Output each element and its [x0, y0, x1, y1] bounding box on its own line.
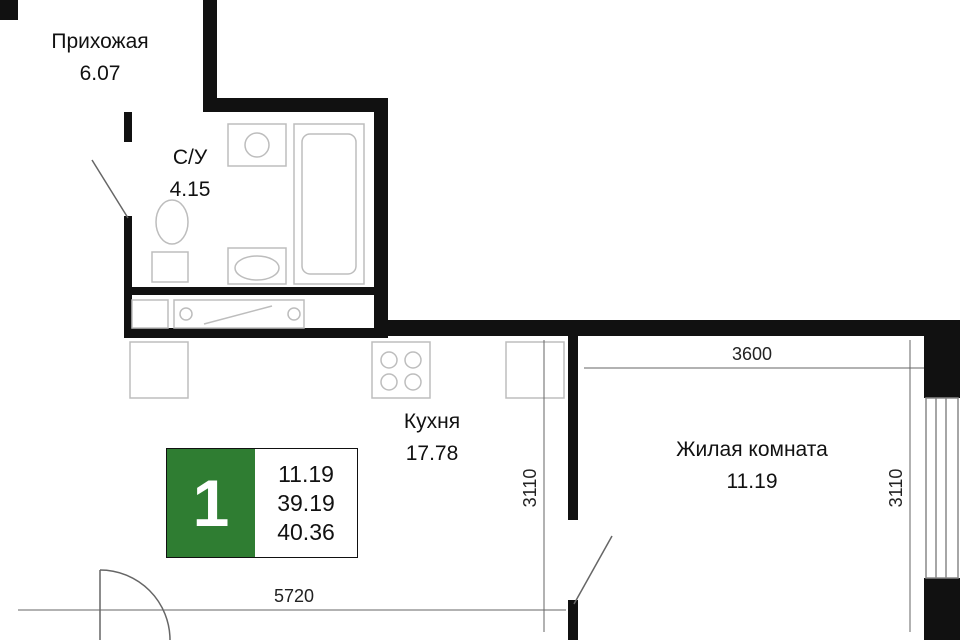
rooms-count: 1 — [167, 449, 255, 557]
living-area-value: 11.19 — [278, 460, 334, 487]
entrance-door-swing — [99, 569, 171, 640]
doors — [91, 159, 613, 640]
fridge — [505, 341, 565, 399]
window — [925, 397, 959, 579]
hallway-area: 6.07 — [80, 62, 121, 85]
wall-right-top — [924, 320, 960, 398]
bathroom-door-leaf — [91, 159, 129, 219]
wall-partition — [568, 336, 578, 520]
area-list: 11.19 39.19 40.36 — [255, 449, 357, 557]
kitchen-area: 17.78 — [406, 442, 459, 465]
living-room-name: Жилая комната — [676, 438, 828, 461]
fixtures — [129, 123, 565, 399]
kitchen-sink — [129, 341, 189, 399]
wall-bathroom-right — [374, 98, 388, 334]
wall-hallway-right — [203, 0, 217, 112]
wall-bathroom-left-upper — [124, 112, 132, 142]
room-door-leaf — [573, 535, 613, 605]
dimension-kitchen-depth: 3110 — [520, 469, 540, 508]
wall-bathroom-top — [203, 98, 388, 112]
total-area-value: 39.19 — [277, 489, 335, 516]
washing-machine — [227, 123, 287, 167]
wall-bathroom-bottom — [124, 287, 388, 295]
apartment-badge: 1 11.19 39.19 40.36 — [166, 448, 358, 558]
wall-bathroom-left-lower — [124, 216, 132, 336]
dimension-living-width: 3600 — [732, 344, 772, 364]
bathtub — [293, 123, 365, 285]
pipe-unit — [173, 299, 305, 329]
wall-partition-bottom — [568, 600, 578, 640]
dimension-lines — [18, 340, 924, 632]
dimension-total-width: 5720 — [274, 586, 314, 606]
kitchen-name: Кухня — [404, 410, 460, 433]
dimension-living-depth: 3110 — [886, 469, 906, 508]
wall-top-left-stub — [0, 0, 18, 20]
living-room-area: 11.19 — [727, 470, 778, 493]
sink — [227, 247, 287, 285]
toilet — [151, 251, 189, 283]
total-area-with-balcony-value: 40.36 — [277, 518, 335, 545]
wall-niche-bottom — [124, 328, 388, 338]
wall-right-bottom — [924, 578, 960, 640]
stove — [371, 341, 431, 399]
bathroom-name: С/У — [173, 146, 208, 169]
boiler — [131, 299, 169, 329]
bathroom-area: 4.15 — [170, 178, 211, 201]
wall-kitchen-top — [388, 320, 938, 336]
hallway-name: Прихожая — [51, 30, 148, 53]
